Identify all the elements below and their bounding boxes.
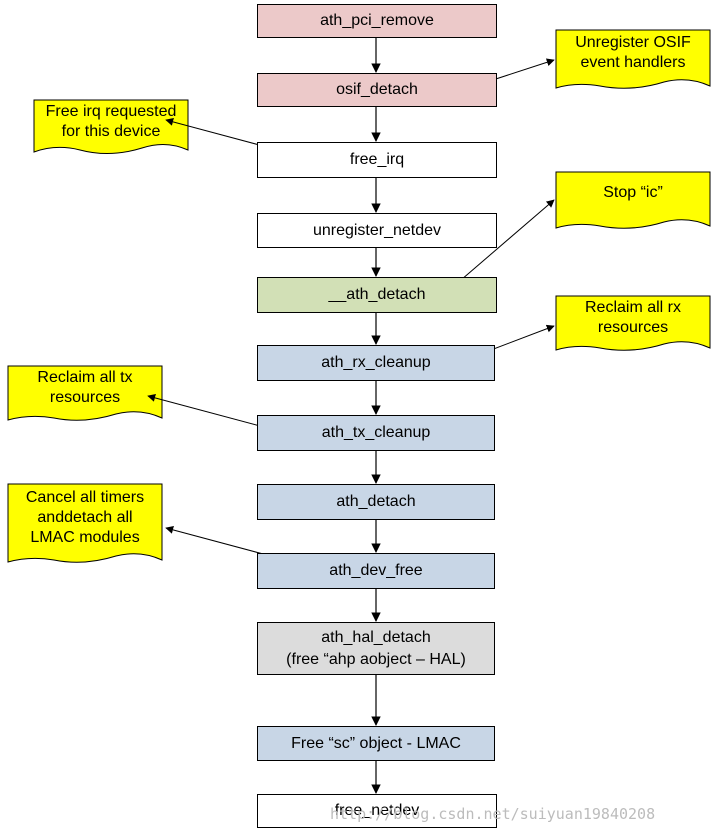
note-shape-free-irq [33,99,189,154]
note-line: Unregister OSIF [575,34,691,51]
box-ath-pci-remove: ath_pci_remove [257,4,497,38]
note-shape-reclaim-tx [7,365,163,421]
box-ath-dev-free: ath_dev_free [257,553,495,589]
note-line: for this device [61,123,161,140]
note-shape-unregister-osif [555,29,711,89]
box-label: unregister_netdev [312,221,442,239]
box-label: ath_detach [336,493,416,510]
note-reclaim-rx: Reclaim all rx resources [556,298,710,338]
box-ath-detach: ath_detach [257,484,495,520]
box-label: ath_pci_remove [320,12,434,29]
box-label: ath_dev_free [329,562,423,579]
note-cancel-timers: Cancel all timers anddetach all LMAC mod… [8,488,162,548]
box-free-sc: Free “sc” object - LMAC [257,726,495,761]
note-line: resources [597,319,669,336]
box-ath-tx-cleanup: ath_tx_cleanup [257,415,495,451]
box-label: free_netdev [334,802,420,819]
note-line: Cancel all timers [25,489,145,506]
note-unregister-osif: Unregister OSIF event handlers [556,33,710,73]
note-line: Stop “ic” [603,184,663,201]
note-line: Free irq requested [45,103,177,120]
box-ath-detach-internal: __ath_detach [257,277,497,313]
note-reclaim-tx: Reclaim all tx resources [8,368,162,408]
box-label: ath_tx_cleanup [321,424,431,441]
note-stop-ic: Stop “ic” [556,183,710,203]
annotation-arrow [453,199,555,287]
note-line: Reclaim all tx [37,369,133,386]
box-label: ath_rx_cleanup [321,354,431,371]
note-line: Reclaim all rx [584,299,681,316]
note-free-irq: Free irq requested for this device [34,102,188,142]
box-free-netdev: free_netdev [257,794,497,828]
watermark: http://blog.csdn.net/suiyuan19840208 [330,805,656,823]
note-shape-stop-ic [555,171,711,229]
box-label-line2: (free “ahp aobject – HAL) [286,650,466,668]
box-label: osif_detach [336,81,418,98]
box-free-irq: free_irq [257,142,497,178]
box-label: Free “sc” object - LMAC [291,734,461,752]
note-shape-cancel-timers [7,483,163,563]
note-line: anddetach all [37,509,133,526]
note-shape-reclaim-rx [555,295,711,351]
box-unregister-netdev: unregister_netdev [257,213,497,248]
box-ath-rx-cleanup: ath_rx_cleanup [257,345,495,381]
box-label: __ath_detach [328,286,426,303]
box-osif-detach: osif_detach [257,73,497,107]
box-label-line1: ath_hal_detach [321,628,431,646]
note-line: event handlers [580,54,686,71]
box-label: free_irq [349,151,405,168]
note-line: resources [49,389,121,406]
note-line: LMAC modules [30,529,140,546]
box-ath-hal-detach: ath_hal_detach (free “ahp aobject – HAL) [257,622,495,675]
